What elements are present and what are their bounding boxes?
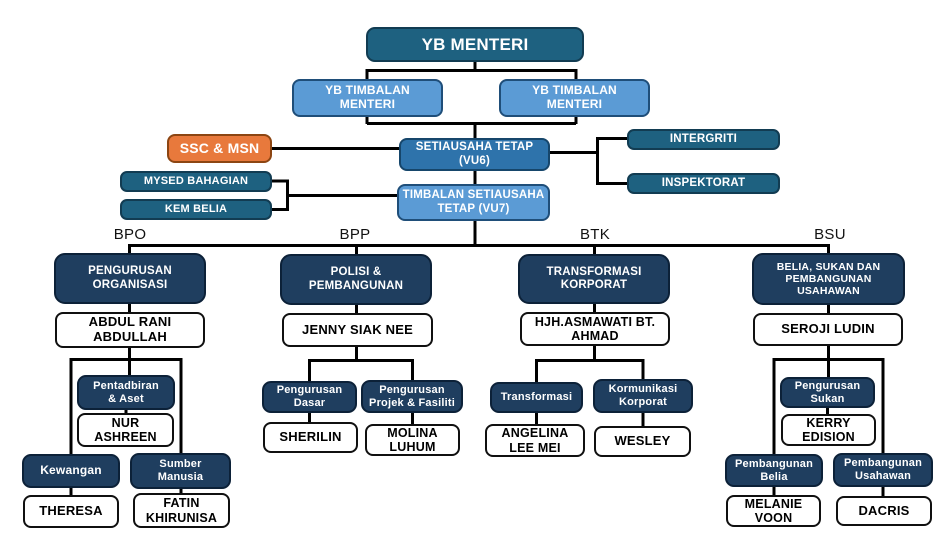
permanent-secretary-box: SETIAUSAHA TETAP (VU6) bbox=[399, 138, 550, 171]
unit-pembangunan-usahawan-box: Pembangunan Usahawan bbox=[833, 453, 933, 487]
btk-head-box: HJH.ASMAWATI BT. AHMAD bbox=[520, 312, 670, 346]
btk-division-box: TRANSFORMASI KORPORAT bbox=[518, 254, 670, 304]
officer-melanie-box: MELANIE VOON bbox=[726, 495, 821, 527]
deputy-permanent-secretary-box: TIMBALAN SETIAUSAHA TETAP (VU7) bbox=[397, 184, 550, 221]
ssc-msn-box: SSC & MSN bbox=[167, 134, 272, 163]
unit-pembangunan-belia-box: Pembangunan Belia bbox=[725, 454, 823, 487]
officer-dacris-box: DACRIS bbox=[836, 496, 932, 526]
officer-fatin-khirunisa-box: FATIN KHIRUNISA bbox=[133, 493, 230, 528]
bpp-head-box: JENNY SIAK NEE bbox=[282, 313, 433, 347]
unit-kewangan-box: Kewangan bbox=[22, 454, 120, 488]
bsu-head-box: SEROJI LUDIN bbox=[753, 313, 903, 346]
integrity-box: INTERGRITI bbox=[627, 129, 780, 150]
officer-sherilin-box: SHERILIN bbox=[263, 422, 358, 453]
officer-angelina-box: ANGELINA LEE MEI bbox=[485, 424, 585, 457]
bsu-code-label: BSU bbox=[814, 226, 846, 243]
inspectorate-box: INSPEKTORAT bbox=[627, 173, 780, 194]
unit-projek-fasiliti-box: Pengurusan Projek & Fasiliti bbox=[361, 380, 463, 413]
kem-belia-box: KEM BELIA bbox=[120, 199, 272, 220]
bpp-division-box: POLISI & PEMBANGUNAN bbox=[280, 254, 432, 305]
btk-code-label: BTK bbox=[579, 226, 611, 243]
unit-sumber-manusia-box: Sumber Manusia bbox=[130, 453, 231, 489]
bsu-division-box: BELIA, SUKAN DAN PEMBANGUNAN USAHAWAN bbox=[752, 253, 905, 305]
deputy-minister-right-box: YB TIMBALAN MENTERI bbox=[499, 79, 650, 117]
minister-box: YB MENTERI bbox=[366, 27, 584, 62]
unit-pengurusan-dasar-box: Pengurusan Dasar bbox=[262, 381, 357, 413]
unit-kormunikasi-box: Kormunikasi Korporat bbox=[593, 379, 693, 413]
unit-pentadbiran-aset-box: Pentadbiran & Aset bbox=[77, 375, 175, 410]
officer-molina-luhum-box: MOLINA LUHUM bbox=[365, 424, 460, 456]
mysed-bahagian-box: MYSED BAHAGIAN bbox=[120, 171, 272, 192]
bpo-head-box: ABDUL RANI ABDULLAH bbox=[55, 312, 205, 348]
bpp-code-label: BPP bbox=[339, 226, 371, 243]
officer-wesley-box: WESLEY bbox=[594, 426, 691, 457]
bpo-code-label: BPO bbox=[113, 226, 147, 243]
officer-kerry-box: KERRY EDISION bbox=[781, 414, 876, 446]
unit-pengurusan-sukan-box: Pengurusan Sukan bbox=[780, 377, 875, 408]
bpo-division-box: PENGURUSAN ORGANISASI bbox=[54, 253, 206, 304]
deputy-minister-left-box: YB TIMBALAN MENTERI bbox=[292, 79, 443, 117]
unit-transformasi-box: Transformasi bbox=[490, 382, 583, 413]
officer-theresa-box: THERESA bbox=[23, 495, 119, 528]
officer-nur-ashreen-box: NUR ASHREEN bbox=[77, 413, 174, 447]
